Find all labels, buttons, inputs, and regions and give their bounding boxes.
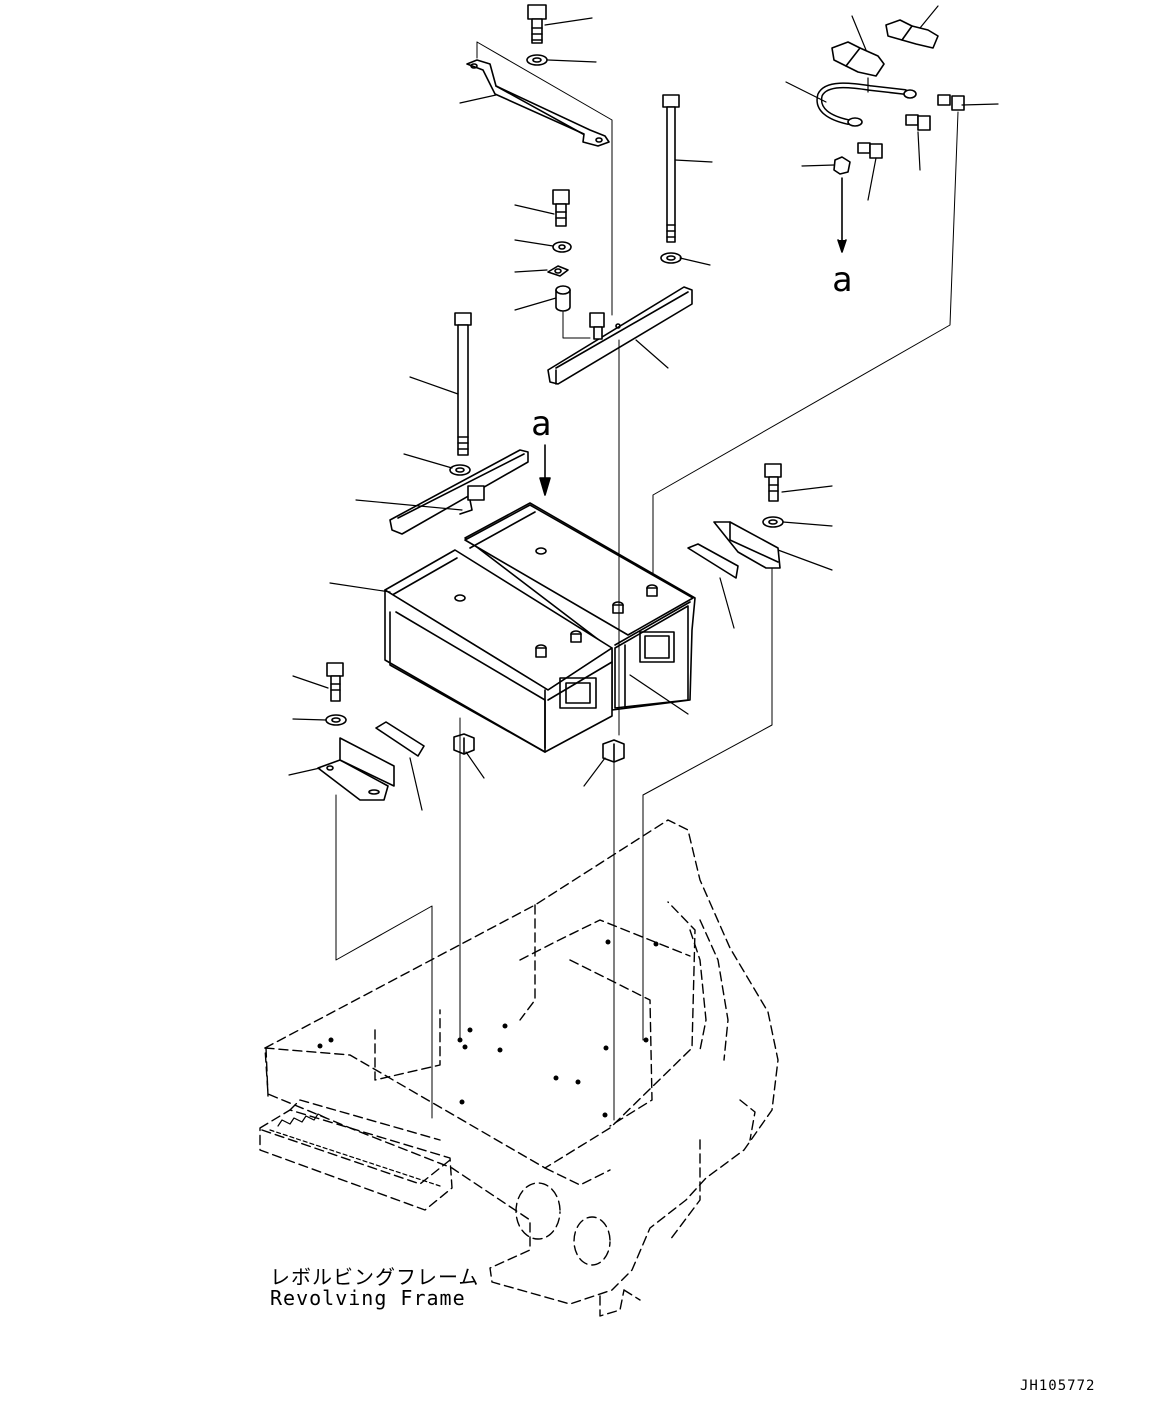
terminal-clamp-2 <box>831 41 885 77</box>
long-rod-left <box>454 312 472 456</box>
long-rod-right <box>662 94 680 243</box>
guide-lines <box>335 339 620 1121</box>
washer-left <box>325 714 347 726</box>
strap-guide-line-2 <box>476 41 613 316</box>
view-marker-a-2: a <box>531 404 552 444</box>
angle-bracket-right <box>713 521 781 569</box>
bolt-left <box>326 662 344 702</box>
view-arrow-a <box>539 444 551 496</box>
washer-rod-left <box>449 464 471 476</box>
frame-holes <box>317 939 659 1118</box>
bolt-right <box>764 463 782 502</box>
spacer-block-left <box>453 733 475 755</box>
frame-label-japanese: レボルビングフレーム <box>270 1265 480 1289</box>
terminal-clamp-1 <box>885 19 939 49</box>
rubber-pad-left <box>375 721 425 757</box>
bolt-top <box>527 4 547 44</box>
hold-down-bar-left <box>389 449 529 535</box>
washer-middle <box>552 241 572 253</box>
battery-cable <box>816 77 917 127</box>
terminal-nut-middle <box>905 114 931 131</box>
spacer-collar <box>555 285 571 312</box>
revolving-frame <box>259 819 779 1317</box>
terminal-bolt-small <box>833 156 851 253</box>
collar-guide-line <box>562 311 591 339</box>
angle-bracket-left <box>317 737 395 801</box>
battery-front <box>384 549 613 753</box>
bracket-right-guide <box>642 567 773 1041</box>
terminal-nut-right <box>937 94 965 111</box>
view-marker-a: a <box>832 260 853 300</box>
hold-down-strap-top <box>466 59 610 147</box>
frame-label-english: Revolving Frame <box>270 1286 466 1310</box>
washer-right <box>762 516 784 528</box>
rubber-pad-right <box>687 543 739 579</box>
leader-lines <box>288 5 999 811</box>
spacer-block-right <box>602 739 625 763</box>
bracket-channel <box>547 286 693 385</box>
bolt-middle <box>552 189 570 227</box>
terminal-guide-line <box>652 111 959 581</box>
drawing-number: JH105772 <box>1020 1378 1096 1394</box>
washer-top <box>526 54 548 66</box>
frame-step-detail <box>269 1113 441 1187</box>
terminal-nut-small <box>857 142 883 159</box>
lock-washer-middle <box>547 265 569 277</box>
washer-rod-right <box>660 252 682 264</box>
